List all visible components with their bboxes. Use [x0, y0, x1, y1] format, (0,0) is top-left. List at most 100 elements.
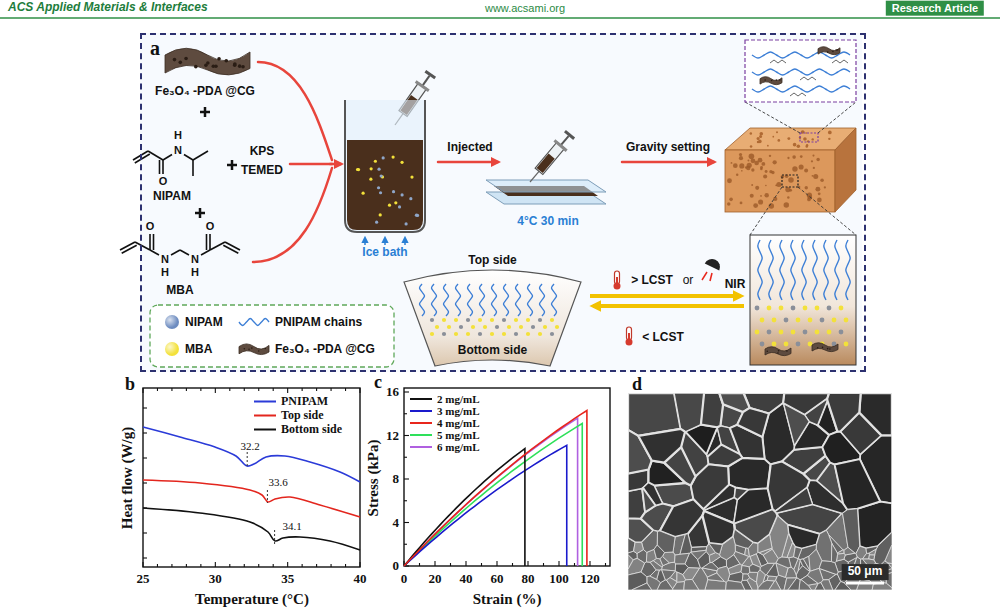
- zoom-section-part: [835, 240, 839, 300]
- hydrogel-block-part: [788, 177, 794, 183]
- sem-image-part: [719, 393, 749, 412]
- atom-label: H: [161, 266, 169, 279]
- gel-section-outline-part-part: [514, 332, 518, 336]
- hydrogel-block-part: [764, 193, 768, 197]
- gel-section-outline-part-part: [466, 332, 470, 336]
- sem-image-part: [691, 550, 706, 559]
- legend-sample: [410, 432, 432, 438]
- gel-section-outline-part-part: [442, 318, 446, 322]
- condition-label: or: [683, 274, 694, 288]
- tick-label: 0: [401, 572, 408, 587]
- legend-label: 3 mg/mL: [437, 405, 479, 417]
- gel-section-outline-part-part: [543, 325, 547, 329]
- hydrogel-block-part: [828, 138, 830, 140]
- glass-slide-illustration: [486, 129, 606, 204]
- section-label: Bottom side: [458, 344, 527, 358]
- gel-section-outline-part-part: [519, 325, 523, 329]
- glass-slide-illustration-part-part: [553, 139, 567, 152]
- sem-image-part: [866, 546, 878, 553]
- hydrogel-block-part: [733, 163, 738, 168]
- gel-section-outline-part-part: [502, 318, 506, 322]
- beaker-illustration-part: [405, 222, 408, 225]
- gel-section-outline-part-part: [526, 318, 530, 322]
- dsc-chart-part: [143, 480, 360, 517]
- hydrogel-block-part: [765, 185, 767, 187]
- network-inset-part: [800, 77, 816, 80]
- hydrogel-block-part: [776, 131, 778, 133]
- beaker-illustration-part: [364, 238, 366, 245]
- beaker-illustration-part: [400, 193, 403, 196]
- tick-label: 60: [491, 572, 504, 587]
- mba-structure-part: [209, 234, 211, 250]
- gel-section-outline-part-part: [430, 318, 434, 322]
- tensile-chart-part: [404, 445, 567, 566]
- legend-sample: [254, 426, 276, 432]
- tensile-chart-part: [404, 391, 409, 392]
- zoom-section-part: [779, 306, 784, 311]
- sem-image-part: [708, 445, 743, 467]
- beaker-illustration-part: [382, 156, 385, 159]
- flow-arrow-part: [290, 163, 332, 166]
- article-type: Research Article: [886, 1, 984, 16]
- legend-item: Top side: [254, 408, 324, 423]
- reagent-sheet-part: [212, 65, 216, 69]
- gel-section-outline-part-part: [492, 284, 497, 316]
- beaker-illustration-part: [400, 161, 403, 164]
- flow-arrow-part: [622, 161, 714, 164]
- atom-label: H: [191, 266, 199, 279]
- nipam-structure-part: [192, 160, 194, 176]
- sem-image-part: [680, 534, 691, 555]
- mba-structure-part: [210, 242, 225, 250]
- tensile-chart-part: [605, 563, 606, 566]
- beaker-illustration-part: [394, 201, 397, 204]
- sem-image-part: [770, 516, 789, 559]
- atom-label: N: [161, 253, 169, 266]
- dsc-chart-part: [345, 564, 346, 567]
- beaker-illustration-part: [398, 205, 401, 208]
- sem-image: [628, 393, 892, 590]
- gel-section-outline-part-part: [495, 325, 499, 329]
- condition-label: > LCST: [631, 274, 673, 288]
- gel-section-outline-part-part: [468, 284, 473, 316]
- reagent-sheet-part: [165, 48, 250, 75]
- beaker-illustration-part: [370, 167, 373, 170]
- gel-section-outline-part-part: [490, 318, 494, 322]
- sem-image-part: [862, 553, 869, 559]
- tensile-chart-part: [543, 563, 544, 566]
- nipam-structure-part: [163, 155, 172, 161]
- gel-section-outline-part-part: [552, 284, 557, 316]
- sem-image-part: [673, 582, 685, 590]
- mba-structure-part: [120, 242, 135, 250]
- legend-item: Bottom side: [254, 422, 342, 437]
- atom-label: N: [174, 144, 182, 157]
- tensile-chart-part: [419, 563, 420, 566]
- hydrogel-block-part: [736, 173, 738, 175]
- hydrogel-block-part: [824, 186, 826, 188]
- sem-image-part: [726, 581, 745, 590]
- mba-structure-part: [171, 250, 180, 255]
- legend-sample: [410, 444, 432, 450]
- beaker-illustration-part: [392, 190, 395, 193]
- sem-image-part: [737, 408, 769, 437]
- dsc-chart-part: [200, 388, 201, 391]
- dsc-chart-part: [229, 564, 230, 567]
- hydrogel-block-part: [741, 170, 743, 172]
- hydrogel-block-part: [818, 102, 856, 133]
- hydrogel-block-part: [777, 139, 780, 142]
- hydrogel-block-part: [798, 187, 856, 235]
- dsc-chart-part: [143, 457, 147, 458]
- reagent-sheet-part: [233, 63, 237, 67]
- gel-section-outline-part-part: [454, 318, 458, 322]
- page-header-rule-part: [0, 17, 1000, 19]
- sem-image-part: [734, 551, 749, 565]
- tensile-chart-part: [450, 563, 451, 566]
- zoom-section-part: [791, 330, 796, 335]
- legend-item: PNIPAM chains: [238, 315, 362, 329]
- dsc-chart-part: [302, 388, 303, 391]
- beaker-illustration-part: [347, 140, 423, 230]
- network-inset-part: [770, 60, 786, 63]
- network-inset-part: [771, 80, 773, 82]
- glass-slide-illustration-part: [486, 180, 606, 192]
- beaker-illustration-part: [374, 160, 377, 163]
- sem-image-part: [749, 564, 760, 572]
